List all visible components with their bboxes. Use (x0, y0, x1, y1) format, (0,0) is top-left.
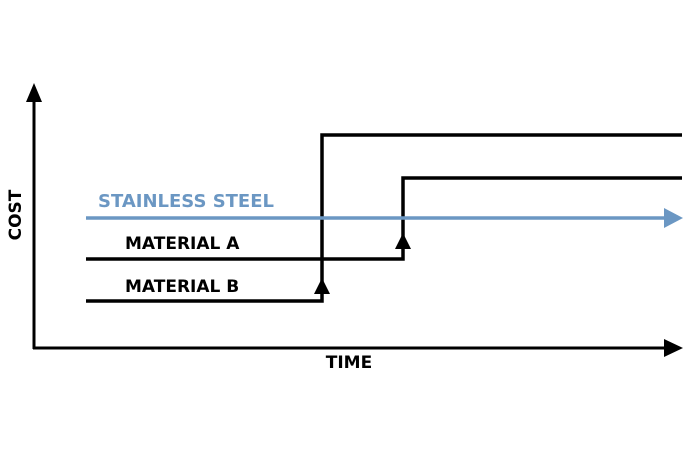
y-axis-arrowhead (26, 83, 42, 102)
x-axis-label: TIME (326, 353, 372, 373)
material-a-label: MATERIAL A (125, 234, 240, 254)
y-axis-label: COST (6, 189, 26, 240)
material-b-label: MATERIAL B (125, 277, 239, 297)
x-axis-arrowhead (664, 339, 683, 357)
material-a-step-arrow (395, 233, 411, 249)
material-b-step-arrow (314, 278, 330, 294)
stainless-steel-arrowhead (664, 208, 683, 228)
stainless-steel-label: STAINLESS STEEL (98, 191, 274, 212)
